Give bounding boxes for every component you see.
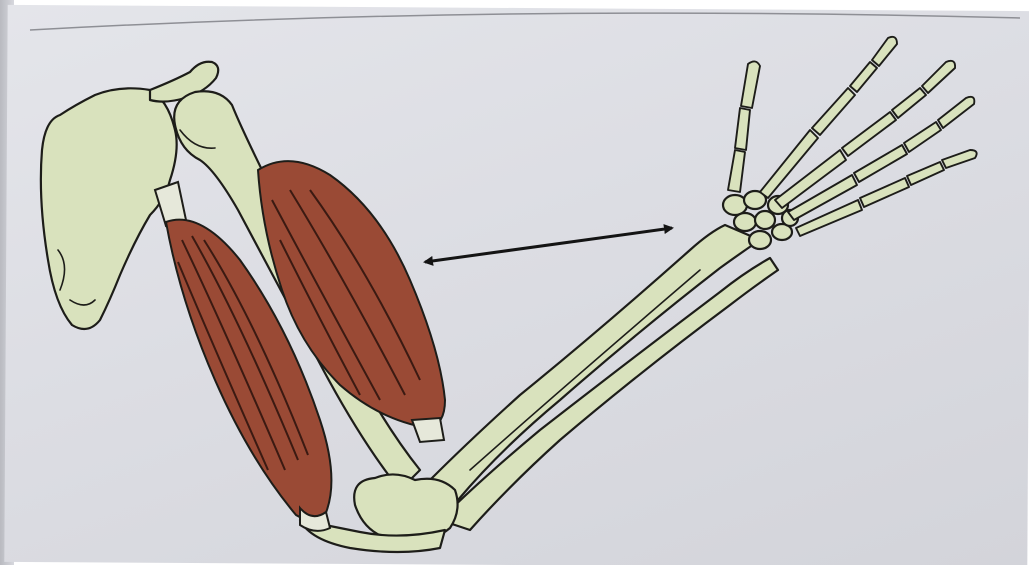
index-phalanx-3 (872, 37, 897, 66)
biceps-tendon-bottom (412, 418, 444, 442)
page-edge-line (30, 13, 1020, 30)
thumb-phalanx-2 (741, 61, 760, 108)
ring-phalanx-1 (854, 145, 907, 182)
movement-arrow (425, 228, 672, 262)
ulna (440, 258, 778, 530)
little-phalanx-1 (860, 178, 909, 207)
middle-phalanx-1 (842, 112, 896, 156)
thumb-metacarpal (728, 150, 745, 192)
ring-phalanx-2 (904, 122, 941, 152)
middle-phalanx-2 (892, 88, 926, 118)
scapula (41, 88, 177, 329)
forearm-inner-line (470, 270, 700, 470)
little-phalanx-2 (907, 162, 944, 185)
little-phalanx-3 (942, 150, 977, 168)
ring-phalanx-3 (938, 97, 974, 128)
hand-bones (728, 37, 977, 236)
middle-phalanx-3 (922, 61, 955, 93)
radius (430, 225, 760, 500)
thumb-phalanx-1 (735, 108, 750, 150)
index-phalanx-2 (850, 62, 877, 92)
index-phalanx-1 (812, 88, 855, 135)
